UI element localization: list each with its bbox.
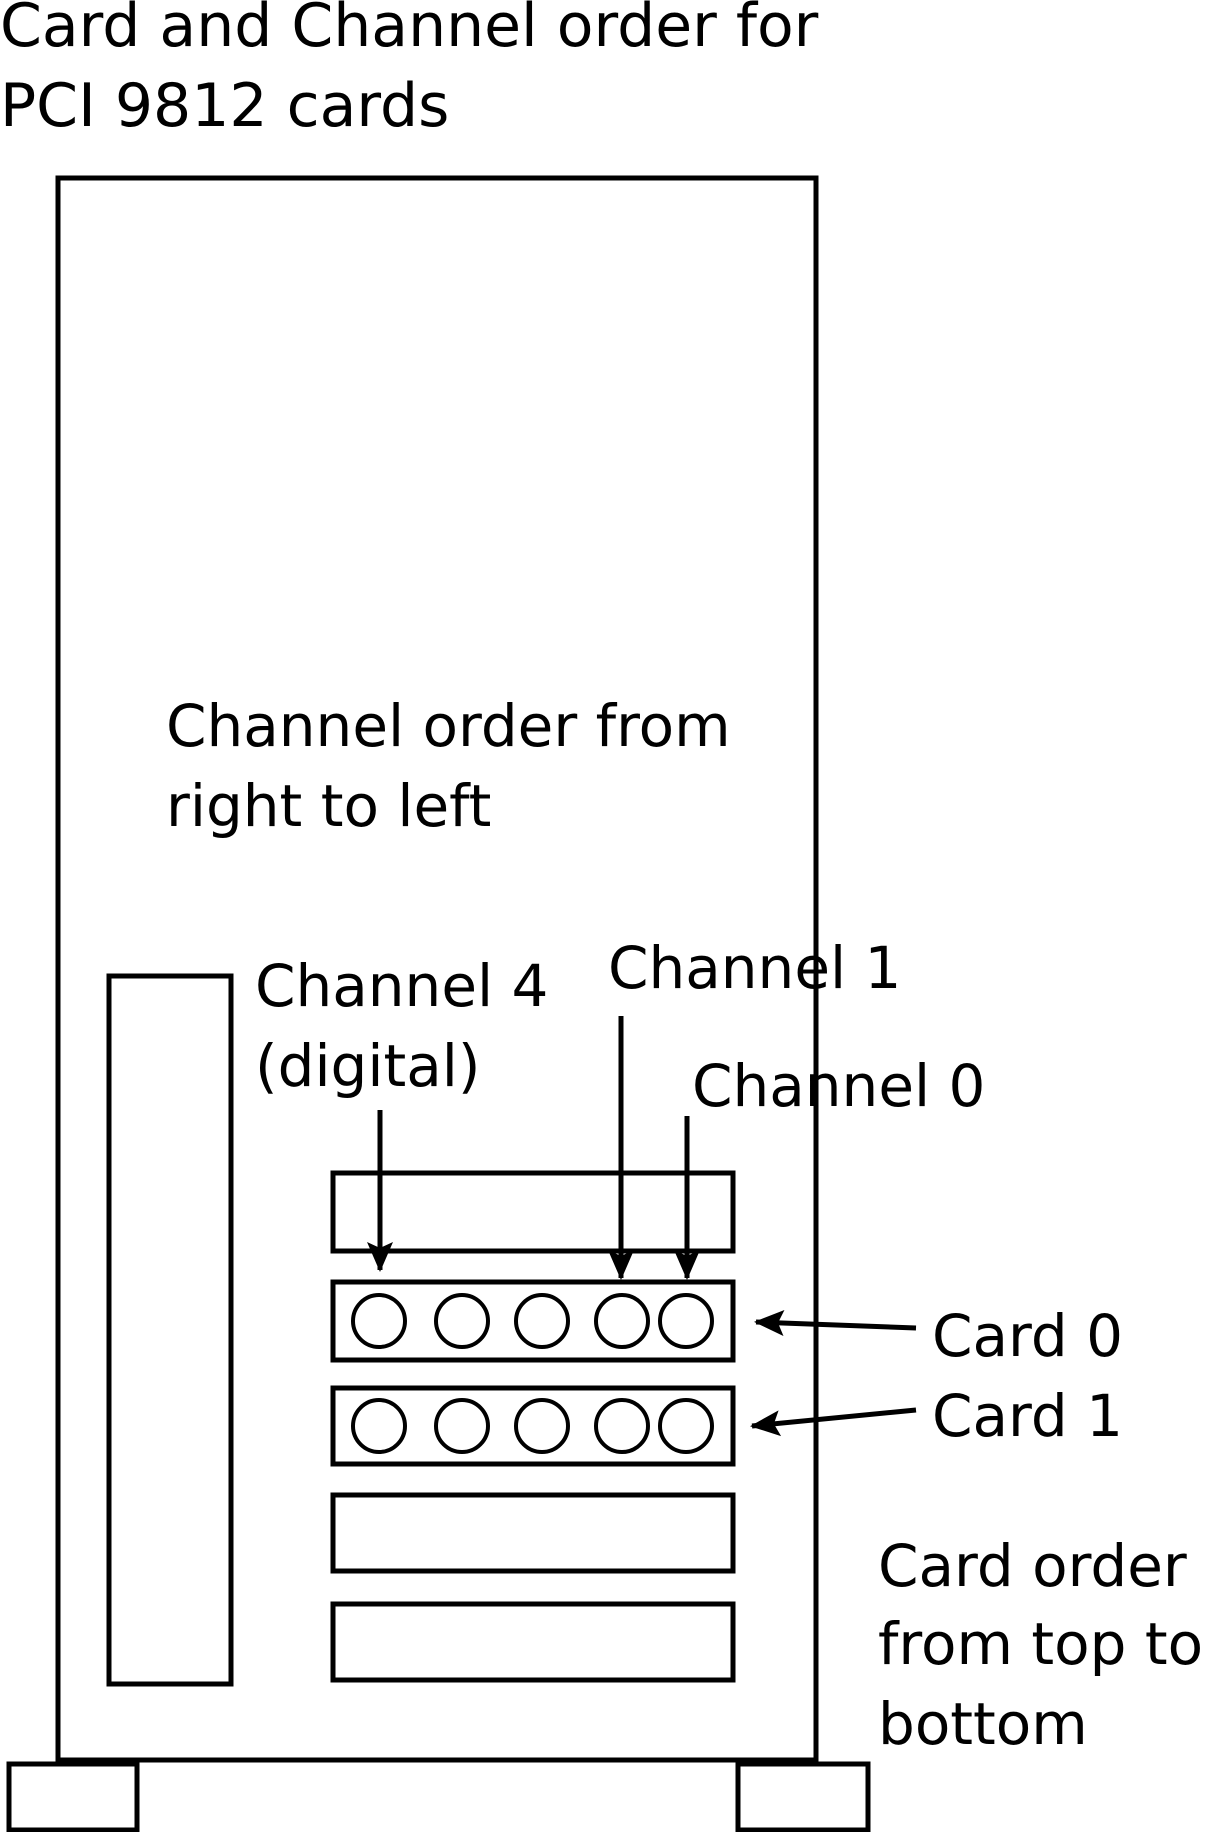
diagram-title-line2: PCI 9812 cards [0, 71, 449, 141]
card-1-channel-4-connector [351, 1398, 407, 1454]
channel-1-label: Channel 1 [608, 934, 901, 1002]
card-1-arrow [750, 1407, 917, 1437]
card-0-label: Card 0 [932, 1302, 1123, 1370]
channel-0-label: Channel 0 [692, 1052, 985, 1120]
card-0-channel-0-connector [658, 1293, 714, 1349]
case-foot-left [6, 1761, 140, 1832]
card-1-channel-2-connector [514, 1398, 570, 1454]
card-1-channel-1-connector [594, 1398, 650, 1454]
channel-order-note-line2: right to left [166, 772, 491, 840]
channel-4-digital-label: (digital) [255, 1032, 481, 1100]
card-order-note-line2: from top to [878, 1610, 1203, 1678]
card-1-label: Card 1 [932, 1382, 1123, 1450]
card-0-arrow [754, 1310, 917, 1337]
case-foot-right [735, 1761, 871, 1832]
empty-slot-2 [330, 1492, 736, 1574]
computer-case [55, 175, 819, 1763]
drive-bay-panel [106, 973, 234, 1687]
card-0-connectors [351, 1293, 714, 1349]
card-1-slot [330, 1385, 736, 1467]
channel-order-note-line1: Channel order from [166, 692, 731, 760]
card-1-channel-0-connector [658, 1398, 714, 1454]
card-0-channel-3-connector [434, 1293, 490, 1349]
channel-4-label: Channel 4 [255, 952, 548, 1020]
card-1-channel-3-connector [434, 1398, 490, 1454]
card-0-channel-2-connector [514, 1293, 570, 1349]
card-0-channel-1-connector [594, 1293, 650, 1349]
card-order-note-line1: Card order [878, 1532, 1187, 1600]
card-0-slot [330, 1279, 736, 1363]
card-0-channel-4-connector [351, 1293, 407, 1349]
card-order-note-line3: bottom [878, 1690, 1088, 1758]
empty-slot-1 [330, 1170, 736, 1254]
diagram-title-line1: Card and Channel order for [0, 0, 819, 61]
empty-slot-3 [330, 1601, 736, 1683]
card-1-connectors [351, 1398, 714, 1454]
